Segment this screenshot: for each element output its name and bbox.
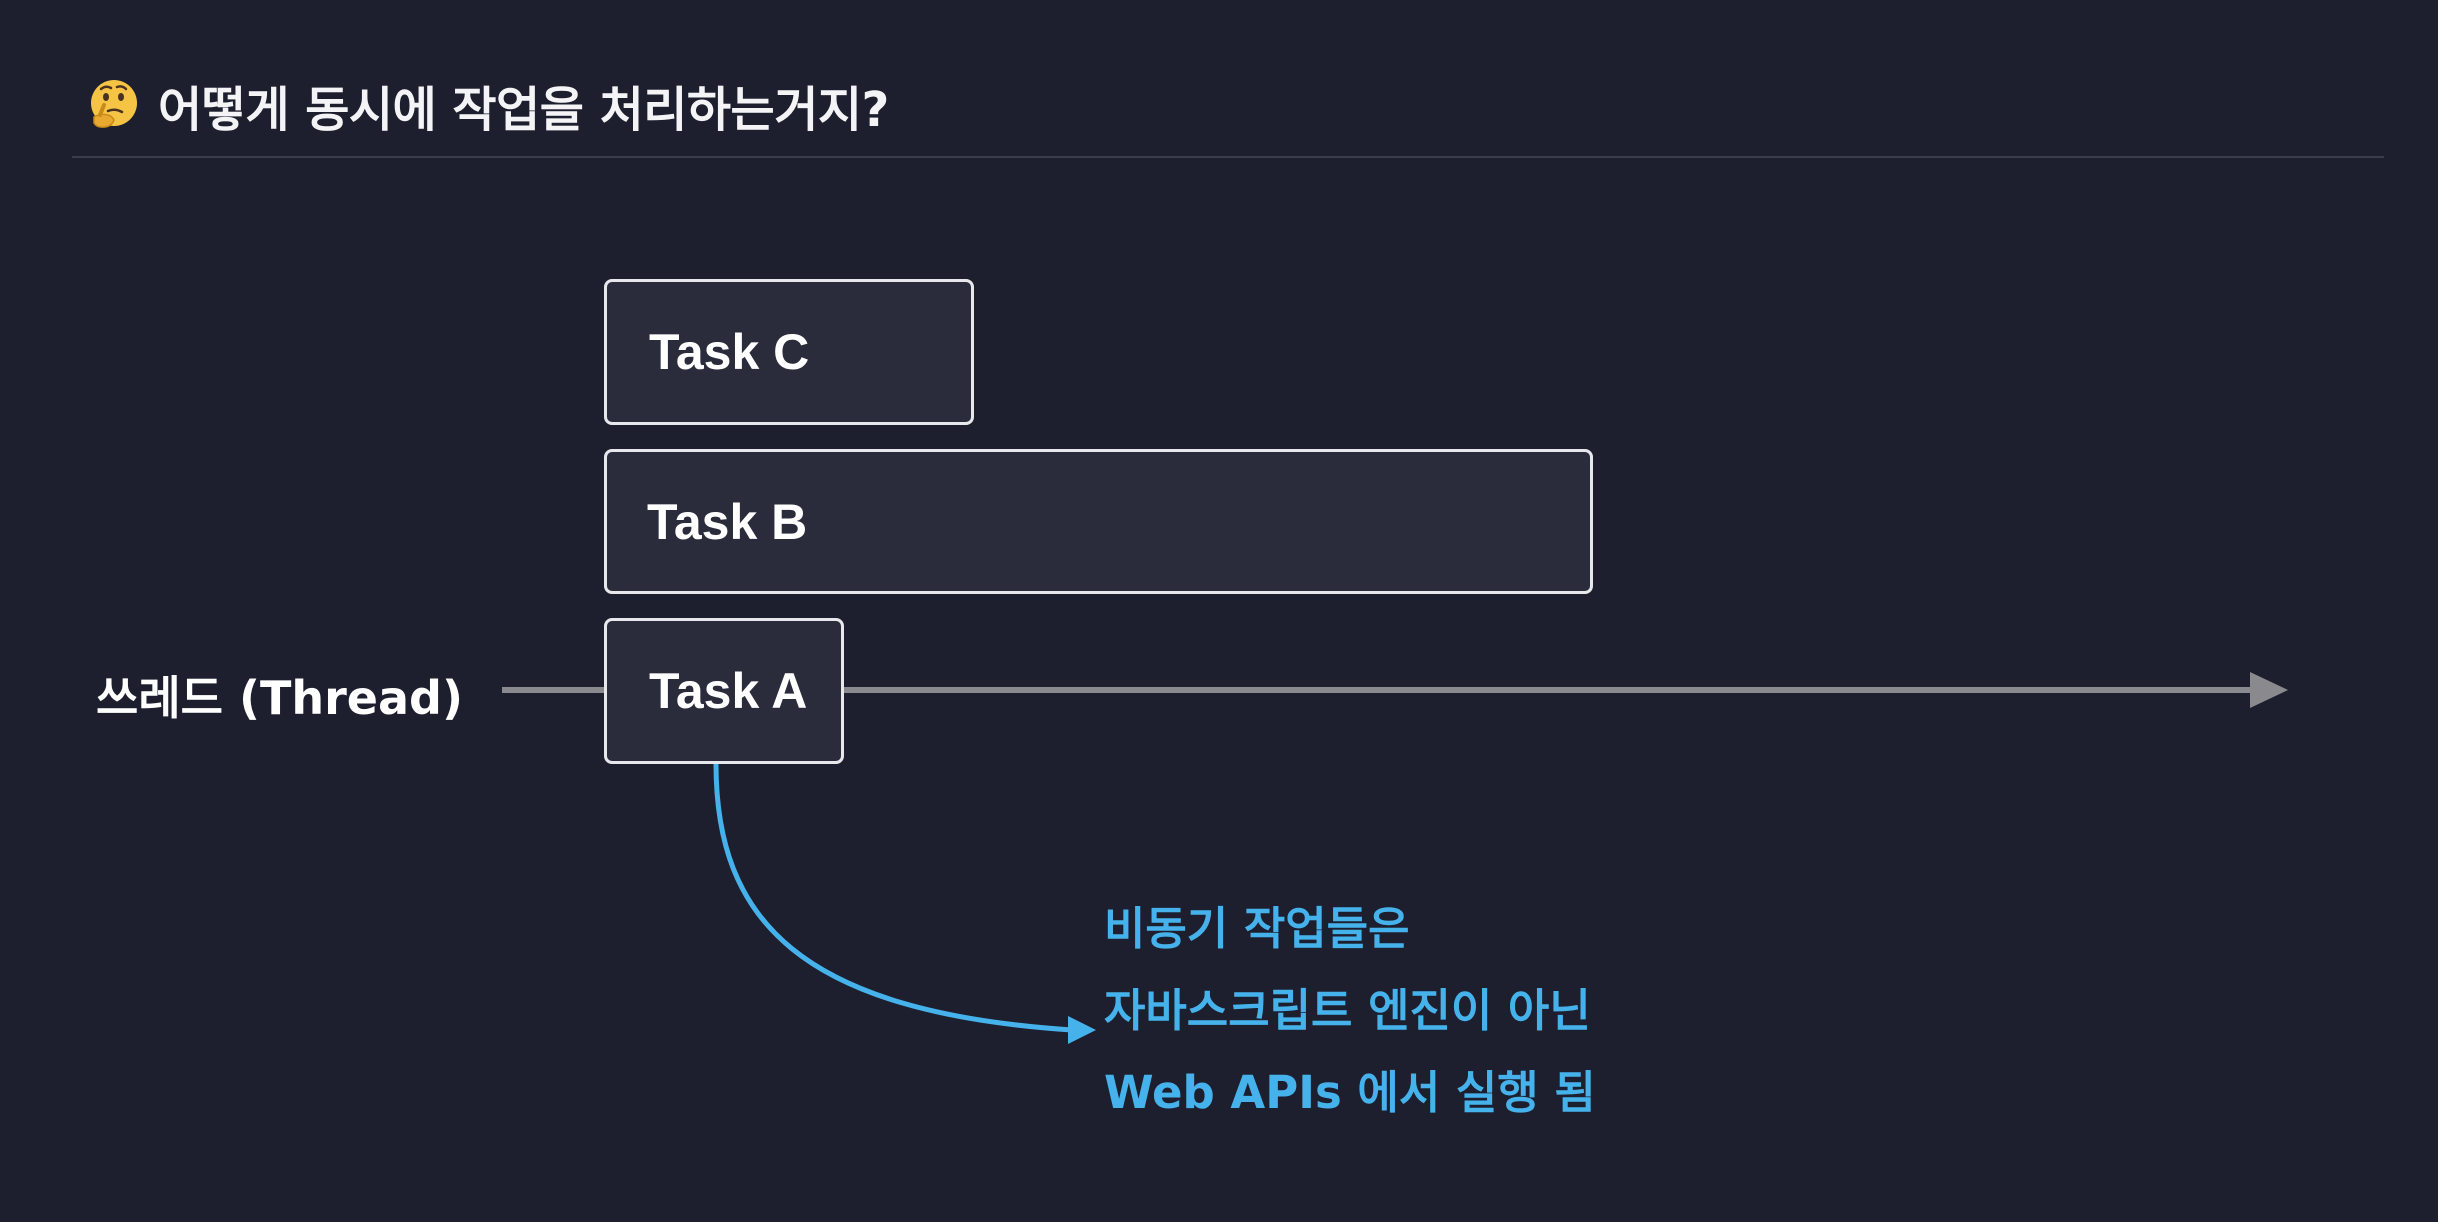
- web-api-arrow-head: [1068, 1016, 1096, 1044]
- web-api-note: 비동기 작업들은 자바스크립트 엔진이 아닌 Web APIs 에서 실행 됨: [1104, 888, 1596, 1134]
- note-line: Web APIs 에서 실행 됨: [1104, 1066, 1596, 1119]
- task-a-box: Task A: [604, 618, 844, 764]
- thread-arrow-head: [2250, 672, 2288, 708]
- note-line: 비동기 작업들은: [1104, 902, 1410, 955]
- web-api-curve-arrow: [713, 763, 1073, 1033]
- page-title: 어떻게 동시에 작업을 처리하는거지?: [158, 82, 889, 138]
- header: 어떻게 동시에 작업을 처리하는거지?: [86, 70, 889, 140]
- task-a-label: Task A: [649, 663, 808, 719]
- task-c-label: Task C: [649, 324, 810, 380]
- task-c-box: Task C: [604, 279, 974, 425]
- task-b-label: Task B: [647, 493, 808, 550]
- task-b-box: Task B: [604, 449, 1593, 594]
- thread-label: 쓰레드 (Thread): [96, 671, 464, 725]
- note-line: 자바스크립트 엔진이 아닌: [1104, 984, 1591, 1037]
- thinking-face-icon: [91, 80, 137, 128]
- header-divider: [72, 156, 2384, 158]
